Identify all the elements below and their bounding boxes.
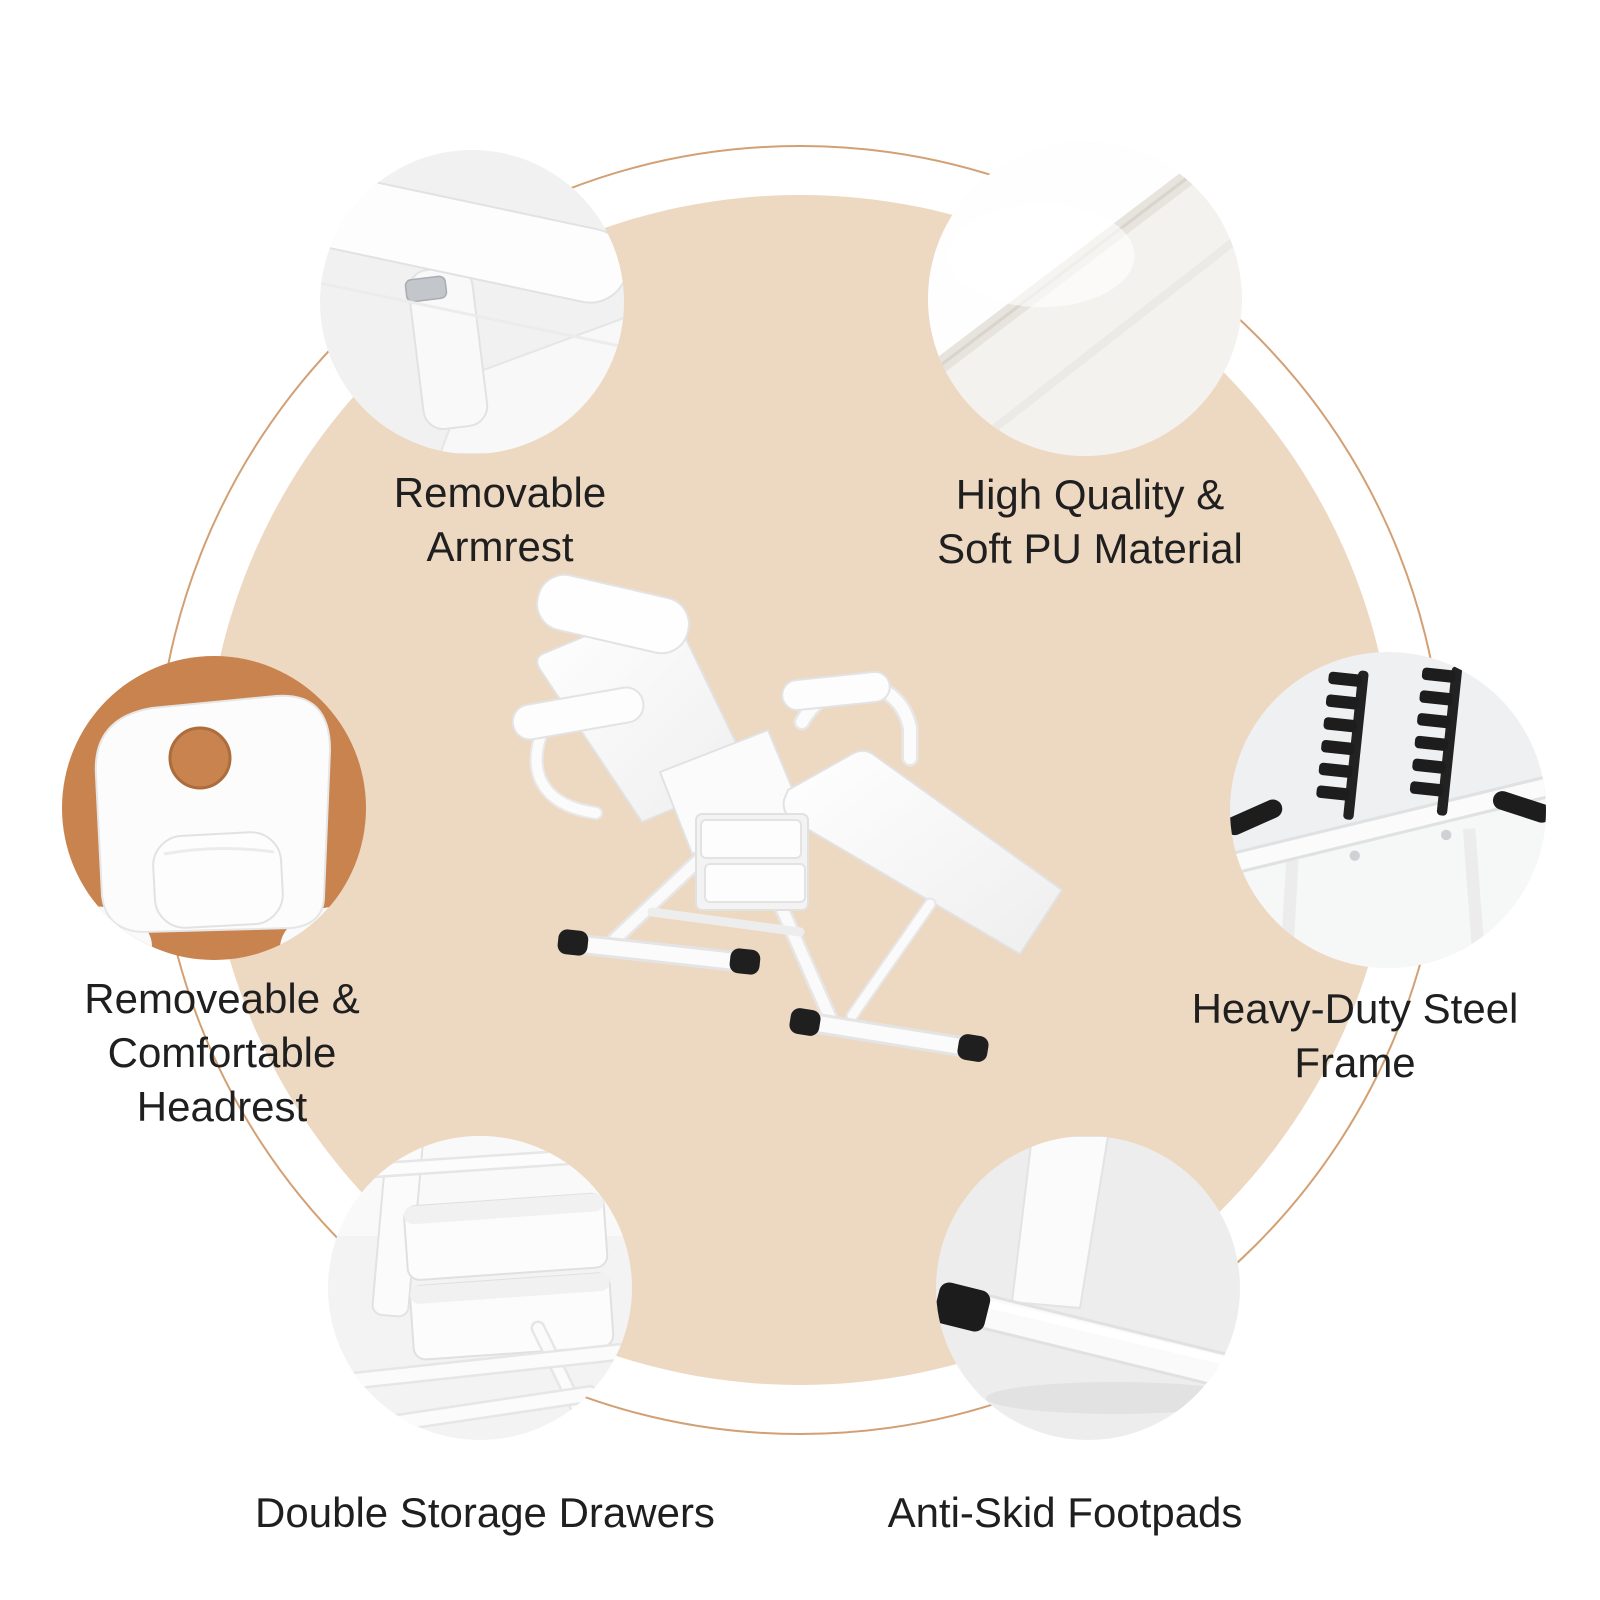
storage-drawers-closeup-photo	[328, 1136, 632, 1440]
pu-leather-closeup-photo	[928, 142, 1242, 456]
feature-label-headrest: Removeable & Comfortable Headrest	[22, 972, 422, 1134]
feature-label-footpads: Anti-Skid Footpads	[815, 1486, 1315, 1540]
label-line: Double Storage Drawers	[255, 1489, 715, 1536]
label-line: Armrest	[426, 523, 574, 570]
armrest-closeup-photo	[320, 150, 624, 454]
feature-photo-drawers	[328, 1136, 632, 1440]
feature-label-storage-drawers: Double Storage Drawers	[185, 1486, 785, 1540]
feature-label-pu-material: High Quality & Soft PU Material	[840, 468, 1340, 576]
label-line: High Quality &	[955, 471, 1225, 518]
label-line: Comfortable	[107, 1029, 337, 1076]
label-line: Anti-Skid Footpads	[887, 1489, 1243, 1536]
label-line: Removable	[393, 469, 607, 516]
feature-photo-pu-material	[928, 142, 1242, 456]
feature-label-steel-frame: Heavy-Duty Steel Frame	[1125, 982, 1585, 1090]
footpad-closeup-photo	[936, 1136, 1240, 1440]
label-line: Heavy-Duty Steel	[1191, 985, 1519, 1032]
headrest-closeup-photo	[62, 656, 366, 960]
feature-photo-steel-frame	[1230, 652, 1546, 968]
massage-bed-image	[511, 573, 1063, 1062]
feature-photo-headrest	[62, 656, 366, 960]
label-line: Soft PU Material	[937, 525, 1243, 572]
feature-photo-armrest	[320, 150, 624, 454]
label-line: Headrest	[136, 1083, 308, 1130]
label-line: Removeable &	[84, 975, 360, 1022]
feature-photo-footpad	[936, 1136, 1240, 1440]
feature-label-removable-armrest: Removable Armrest	[290, 466, 710, 574]
steel-frame-closeup-photo	[1230, 652, 1546, 968]
label-line: Frame	[1294, 1039, 1416, 1086]
